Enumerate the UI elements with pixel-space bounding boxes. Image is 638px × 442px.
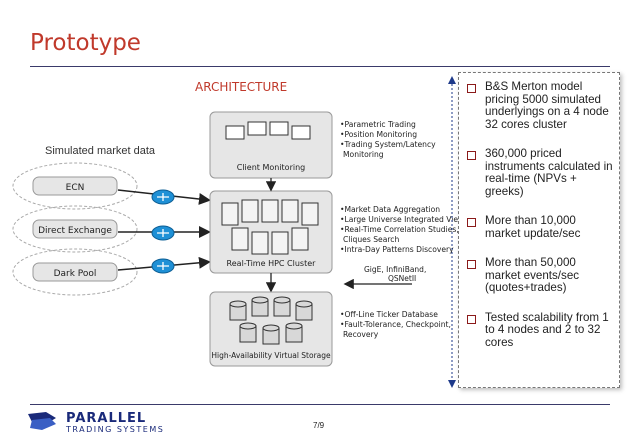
layer-note: •Off-Line Ticker Database (340, 310, 438, 319)
highlights-box: B&S Merton model pricing 5000 simulated … (458, 72, 620, 388)
checkbox-icon (467, 314, 476, 324)
bullet-text: 360,000 priced instruments calculated in… (485, 147, 613, 198)
checkbox-icon (467, 84, 476, 93)
simulated-data-label: Simulated market data (45, 145, 156, 157)
bullet-item: More than 10,000 market update/sec (465, 214, 613, 240)
bullet-item: Tested scalability from 1 to 4 nodes and… (465, 310, 613, 350)
layer-note: Recovery (343, 330, 379, 339)
layer-note: •Intra-Day Patterns Discovery (340, 245, 454, 254)
parallel-logo: PARALLEL TRADING SYSTEMS (28, 411, 164, 434)
cloud-dark-pool: Dark Pool (12, 248, 138, 296)
layer-label: Client Monitoring (237, 163, 305, 172)
layer-note: •Market Data Aggregation (340, 205, 440, 214)
cloud-ecn: ECN (12, 162, 138, 210)
network-label: GigE, InfiniBand, (364, 265, 426, 274)
layer-note: •Position Monitoring (340, 130, 417, 139)
virtual-storage-layer: High-Availability Virtual Storage (209, 291, 333, 367)
layer-label: High-Availability Virtual Storage (211, 351, 331, 360)
page-title: Prototype (30, 30, 141, 56)
client-monitoring-layer: Client Monitoring (209, 111, 333, 179)
router-icon (151, 258, 175, 274)
layer-note: •Fault-Tolerance, Checkpoint, (340, 320, 451, 329)
title-divider (30, 66, 610, 67)
router-icon (151, 225, 175, 241)
network-label: QSNetII (388, 274, 416, 283)
source-label: ECN (66, 183, 85, 193)
bullet-text: Tested scalability from 1 to 4 nodes and… (485, 310, 609, 349)
architecture-label: ARCHITECTURE (195, 80, 288, 94)
bullet-text: B&S Merton model pricing 5000 simulated … (485, 80, 609, 131)
hpc-cluster-layer: Real-Time HPC Cluster (209, 190, 333, 274)
bullet-text: More than 50,000 market events/sec (quot… (485, 256, 580, 294)
footer-divider (30, 404, 610, 405)
checkbox-icon (467, 260, 476, 269)
logo-text-top: PARALLEL (66, 411, 146, 426)
layer-note: •Parametric Trading (340, 120, 416, 129)
source-label: Direct Exchange (38, 226, 112, 236)
source-label: Dark Pool (54, 269, 97, 279)
checkbox-icon (467, 218, 476, 227)
page-number: 7/9 (313, 421, 325, 430)
layer-label: Real-Time HPC Cluster (227, 259, 317, 268)
router-icon (151, 189, 175, 205)
layer-note: Monitoring (343, 150, 384, 159)
layer-note: Cliques Search (343, 235, 399, 244)
layer-note: •Real-Time Correlation Studies, (340, 225, 459, 234)
cloud-direct-exchange: Direct Exchange (12, 205, 138, 253)
bullet-item: 360,000 priced instruments calculated in… (465, 147, 613, 198)
layer-note: •Trading System/Latency (340, 140, 436, 149)
layer-note: •Large Universe Integrated View (340, 215, 464, 224)
logo-text-bottom: TRADING SYSTEMS (65, 425, 164, 434)
bullet-item: B&S Merton model pricing 5000 simulated … (465, 80, 613, 131)
bullet-item: More than 50,000 market events/sec (quot… (465, 256, 613, 295)
bullet-text: More than 10,000 market update/sec (485, 214, 581, 240)
checkbox-icon (467, 151, 476, 160)
